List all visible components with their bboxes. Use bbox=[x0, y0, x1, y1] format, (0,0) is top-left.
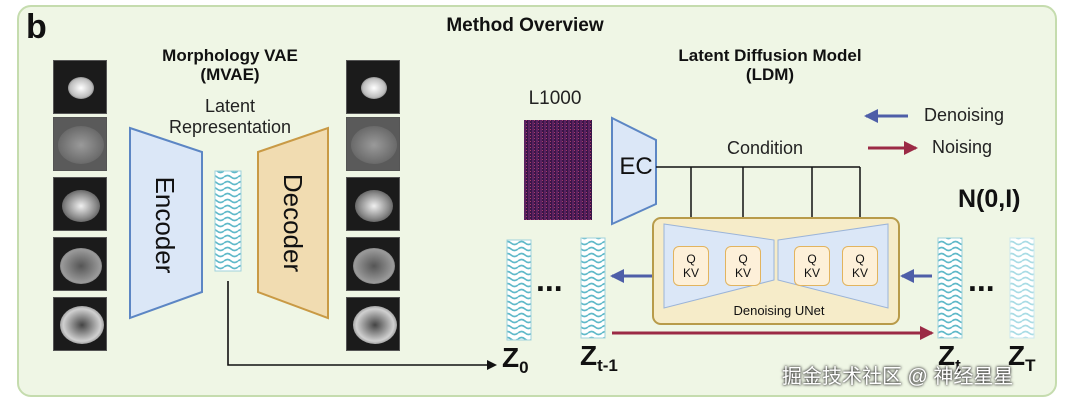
figure-title: Method Overview bbox=[446, 15, 604, 36]
latent-zt-1 bbox=[580, 237, 606, 339]
panel-letter: b bbox=[26, 8, 47, 46]
ldm-abbr: (LDM) bbox=[745, 65, 795, 84]
legend-denoising: Denoising bbox=[924, 105, 1005, 125]
ldm-title: Latent Diffusion Model bbox=[678, 46, 862, 65]
zT-label: ZT bbox=[1008, 340, 1036, 375]
output-cell-image bbox=[346, 237, 400, 291]
zt-label: Zt bbox=[938, 340, 961, 375]
condition-label: Condition bbox=[726, 138, 804, 158]
encoder-label: Encoder bbox=[150, 176, 180, 274]
zt-1-label: Zt-1 bbox=[580, 340, 618, 375]
decoder-label: Decoder bbox=[278, 173, 308, 273]
input-cell-image bbox=[53, 237, 107, 291]
latent-zt bbox=[937, 237, 963, 339]
ellipsis-right: ... bbox=[968, 262, 995, 298]
output-cell-image bbox=[346, 117, 400, 171]
input-cell-image bbox=[53, 297, 107, 351]
watermark: 掘金技术社区 @ 神经星星 bbox=[782, 366, 1014, 388]
ellipsis-left: ... bbox=[536, 262, 563, 298]
input-cell-image bbox=[53, 117, 107, 171]
latent-z0 bbox=[506, 239, 532, 341]
latent-label-1: Latent bbox=[204, 96, 256, 116]
latent-zT bbox=[1009, 237, 1035, 339]
ec-label: EC bbox=[619, 153, 653, 180]
unet-down-path bbox=[663, 223, 775, 309]
decoder-block bbox=[257, 126, 329, 320]
mvae-title: Morphology VAE bbox=[162, 46, 298, 65]
unet-label: Denoising UNet bbox=[733, 303, 825, 318]
latent-vector bbox=[214, 170, 242, 272]
output-cell-image bbox=[346, 177, 400, 231]
input-cell-image bbox=[53, 177, 107, 231]
input-cell-image bbox=[53, 60, 107, 114]
z0-label: Z0 bbox=[502, 342, 529, 377]
noise-label: N(0,I) bbox=[958, 185, 1021, 213]
legend-noising: Noising bbox=[932, 137, 993, 157]
latent-to-z0-arrow bbox=[227, 281, 497, 370]
l1000-heatmap bbox=[524, 120, 592, 220]
ec-block bbox=[611, 116, 657, 226]
latent-label-2: Representation bbox=[168, 117, 292, 137]
l1000-label: L1000 bbox=[528, 88, 582, 109]
mvae-abbr: (MVAE) bbox=[200, 65, 260, 84]
unet-up-path bbox=[777, 223, 889, 309]
encoder-block bbox=[129, 126, 203, 320]
output-cell-image bbox=[346, 297, 400, 351]
output-cell-image bbox=[346, 60, 400, 114]
